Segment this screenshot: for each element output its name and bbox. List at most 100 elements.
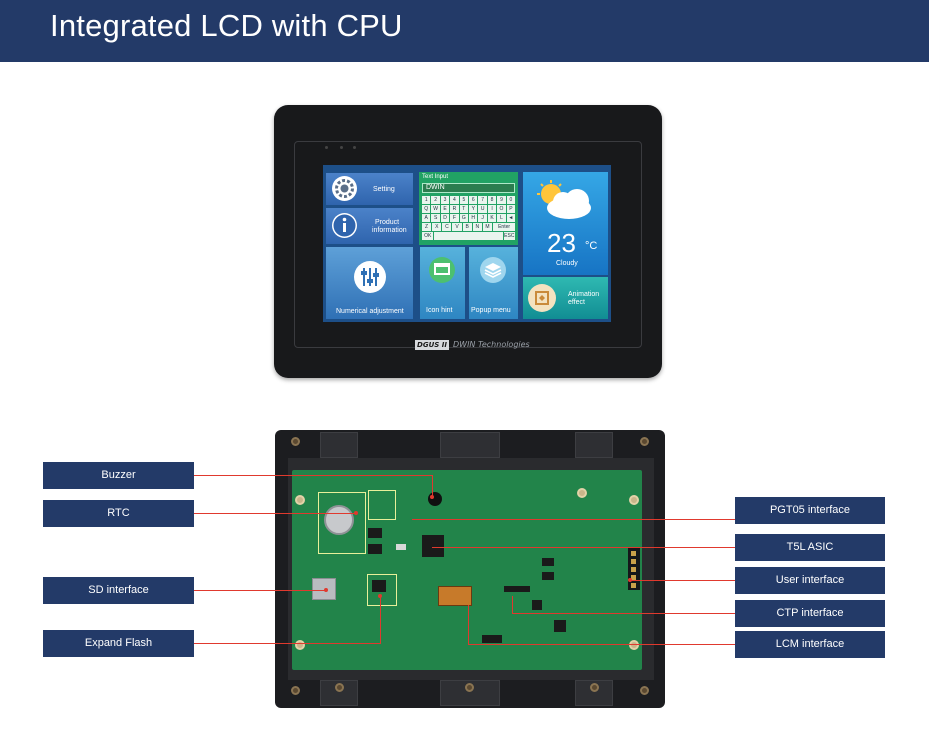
screw [590,683,599,692]
leader-line [468,644,735,645]
screw [640,437,649,446]
keyboard-key: ◄ [506,214,516,222]
keyboard-key: E [440,205,450,213]
leader-line [380,596,381,644]
callout-rtc: RTC [43,500,194,527]
rtc-battery [324,505,354,535]
keyboard-key: 3 [440,196,450,204]
callout-expand-flash: Expand Flash [43,630,194,657]
callout-t5l-asic: T5L ASIC [735,534,885,561]
keyboard-key: W [431,205,440,213]
capacitor [554,620,566,632]
leader-line [630,580,735,581]
keyboard-key: 5 [459,196,469,204]
text-input-title: Text Input [422,174,449,180]
silkscreen-box [368,490,396,520]
animation-label-1: Animation [568,291,600,298]
page-title: Integrated LCD with CPU [50,8,403,43]
keyboard-key: 1 [422,196,431,204]
keyboard-key: P [506,205,516,213]
keyboard-key: Enter [493,223,516,231]
screw [465,683,474,692]
callout-user-interface: User interface [735,567,885,594]
keyboard-key: Y [469,205,478,213]
screw [291,437,300,446]
icon-hint-label: Icon hint [426,307,453,314]
keyboard-key: M [482,223,493,231]
case-tab [320,432,358,458]
keyboard-key: C [442,223,452,231]
callout-buzzer: Buzzer [43,462,194,489]
mounting-hole [629,495,639,505]
leader-line [412,519,735,520]
lcm-fpc-connector [438,586,472,606]
keyboard-key: T [459,205,469,213]
keyboard-key: 7 [478,196,487,204]
case-tab [440,432,500,458]
keyboard-key: N [472,223,482,231]
callout-lcm-interface: LCM interface [735,631,885,658]
keyboard-key [434,232,503,240]
keyboard-key: 6 [469,196,478,204]
animation-icon [528,284,556,312]
callout-sd-interface: SD interface [43,577,194,604]
rtc-silkscreen [318,492,366,554]
leader-dot [378,594,382,598]
inductor [482,635,502,643]
leader-dot [628,578,632,582]
mounting-hole [295,495,305,505]
sensor-dot [325,146,328,149]
animation-label-2: effect [568,299,585,306]
leader-line [432,475,433,497]
keyboard-key: ESC [503,232,515,240]
product-label-2: information [372,227,407,234]
tile-product-information: Product information [326,208,413,244]
keyboard-key: R [450,205,459,213]
leader-line [468,605,469,645]
ctp-connector [504,586,530,592]
callout-pgt05-interface: PGT05 interface [735,497,885,524]
keyboard-key: Q [422,205,431,213]
keyboard-key: 9 [497,196,506,204]
temperature-unit: °C [585,240,598,252]
tile-weather: 23 °C Cloudy [523,172,608,275]
numerical-label: Numerical adjustment [336,308,404,315]
tile-popup-menu: Popup menu [469,247,518,319]
tile-setting: Setting [326,173,413,205]
case-tab [575,432,613,458]
keyboard-key: B [462,223,472,231]
ic-chip [368,544,382,554]
keyboard-key: D [440,214,450,222]
ic-chip [368,528,382,538]
leader-line [194,590,326,591]
buzzer-component [428,492,442,506]
keyboard-key: G [459,214,469,222]
crystal-oscillator [396,544,406,550]
leader-dot [354,511,358,515]
keyboard-key: 2 [431,196,440,204]
keyboard-key: 8 [487,196,497,204]
product-label-1: Product [375,219,400,226]
tile-animation-effect: Animation effect [523,277,608,319]
text-input-field: DWIN [422,183,515,193]
info-icon [332,213,357,238]
sensor-dot [353,146,356,149]
keyboard-key: 4 [450,196,459,204]
keyboard-key: Z [422,223,432,231]
keyboard-key: X [432,223,442,231]
keyboard-key: H [469,214,478,222]
layers-icon [480,257,506,283]
leader-dot [430,495,434,499]
tile-numerical-adjustment: Numerical adjustment [326,247,413,319]
keyboard-key: A [422,214,431,222]
leader-line [194,475,432,476]
keyboard-key: 0 [506,196,516,204]
popup-menu-label: Popup menu [471,307,511,314]
mounting-hole [577,488,587,498]
